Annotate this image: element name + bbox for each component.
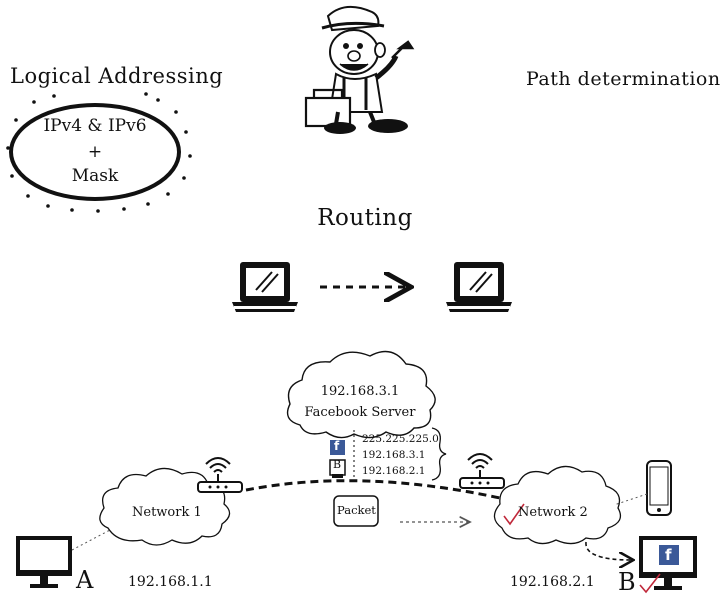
network2-cloud (493, 465, 622, 545)
routing-title: Routing (317, 205, 413, 231)
mascot-character (304, 5, 415, 134)
mask-text: Mask (71, 166, 119, 186)
header-line-src: 192.168.2.1 (362, 465, 426, 477)
route-path (245, 479, 501, 500)
server-cloud (286, 350, 436, 439)
wifi-router-icon (459, 453, 505, 489)
checkmark-icon (503, 503, 525, 526)
desktop-monitor-icon (639, 536, 697, 590)
addressing-oval (6, 92, 192, 213)
packet-box (333, 495, 379, 527)
checkmark-icon (639, 573, 661, 594)
ip-versions-text: IPv4 & IPv6 (43, 116, 147, 136)
facebook-logo-icon (330, 440, 345, 455)
b-box-icon (329, 459, 346, 478)
network2-ip: 192.168.2.1 (510, 574, 595, 590)
screen-fb-letter: f (665, 546, 672, 564)
laptop-icon (446, 262, 512, 312)
header-line-dest: 192.168.3.1 (362, 449, 426, 461)
smartphone-icon (646, 460, 672, 516)
network2-label: Network 2 (518, 505, 588, 520)
network1-label: Network 1 (132, 505, 202, 520)
laptop-icon (232, 262, 298, 312)
path-determination-label: Path determination (526, 68, 721, 90)
host-b-letter: B (618, 568, 637, 596)
logical-addressing-label: Logical Addressing (10, 64, 224, 88)
b-letter: B (333, 458, 342, 471)
plus-text: + (87, 142, 103, 162)
header-brace (431, 427, 447, 481)
host-a-letter: A (76, 566, 94, 594)
delivery-arrow (585, 541, 632, 560)
desktop-monitor-icon (16, 536, 72, 588)
server-name: Facebook Server (304, 405, 416, 420)
packet-label: Packet (337, 503, 376, 517)
network1-ip: 192.168.1.1 (128, 574, 213, 590)
server-ip: 192.168.3.1 (320, 384, 400, 399)
wifi-router-icon (197, 457, 243, 493)
fb-letter: f (334, 439, 340, 453)
header-line-mask: 225.225.225.0 (362, 433, 439, 445)
